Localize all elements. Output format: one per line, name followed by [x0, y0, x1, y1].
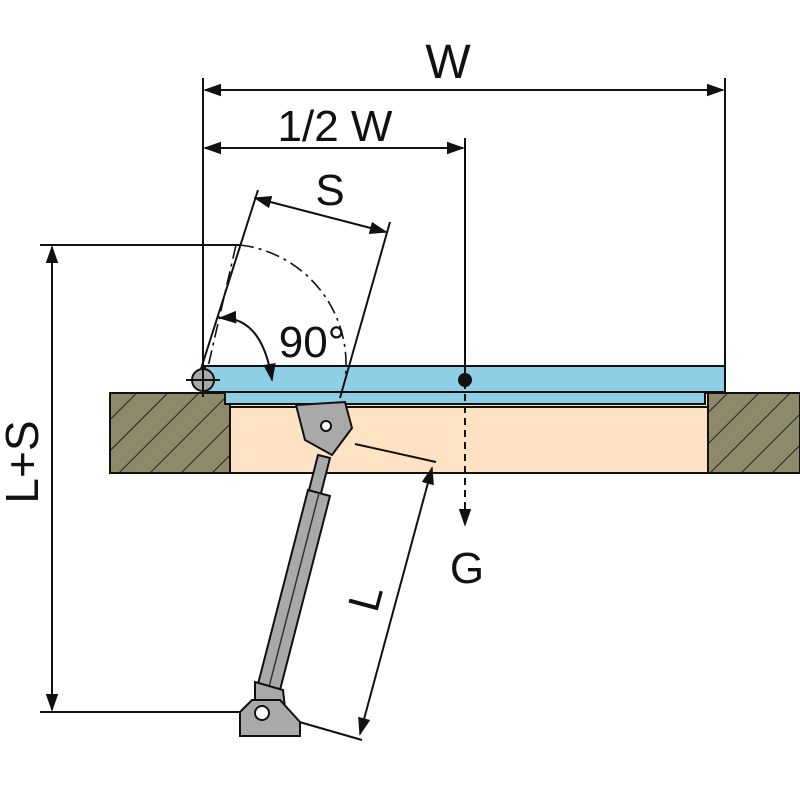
- gravity-label: G: [450, 544, 484, 593]
- strut-mount-icon: [239, 680, 301, 737]
- center-of-gravity-icon: [458, 373, 472, 387]
- half-width-label: 1/2 W: [278, 102, 393, 151]
- rotation-arc: [239, 244, 347, 381]
- right-wall: [707, 392, 800, 474]
- left-wall: [109, 392, 231, 474]
- stroke-dimension: [199, 189, 391, 399]
- width-dimension: [202, 78, 726, 378]
- length-label: L: [339, 580, 393, 616]
- angle-label: 90°: [279, 318, 346, 367]
- width-label: W: [425, 36, 471, 89]
- hinge-centerline: [204, 244, 237, 381]
- stroke-label: S: [315, 166, 344, 215]
- angle-arc: [218, 310, 276, 382]
- total-length-label: L+S: [0, 420, 48, 503]
- strut-top-pin: [320, 420, 332, 432]
- total-length-dimension: [40, 244, 255, 713]
- hinge-pivot-icon: [186, 363, 220, 397]
